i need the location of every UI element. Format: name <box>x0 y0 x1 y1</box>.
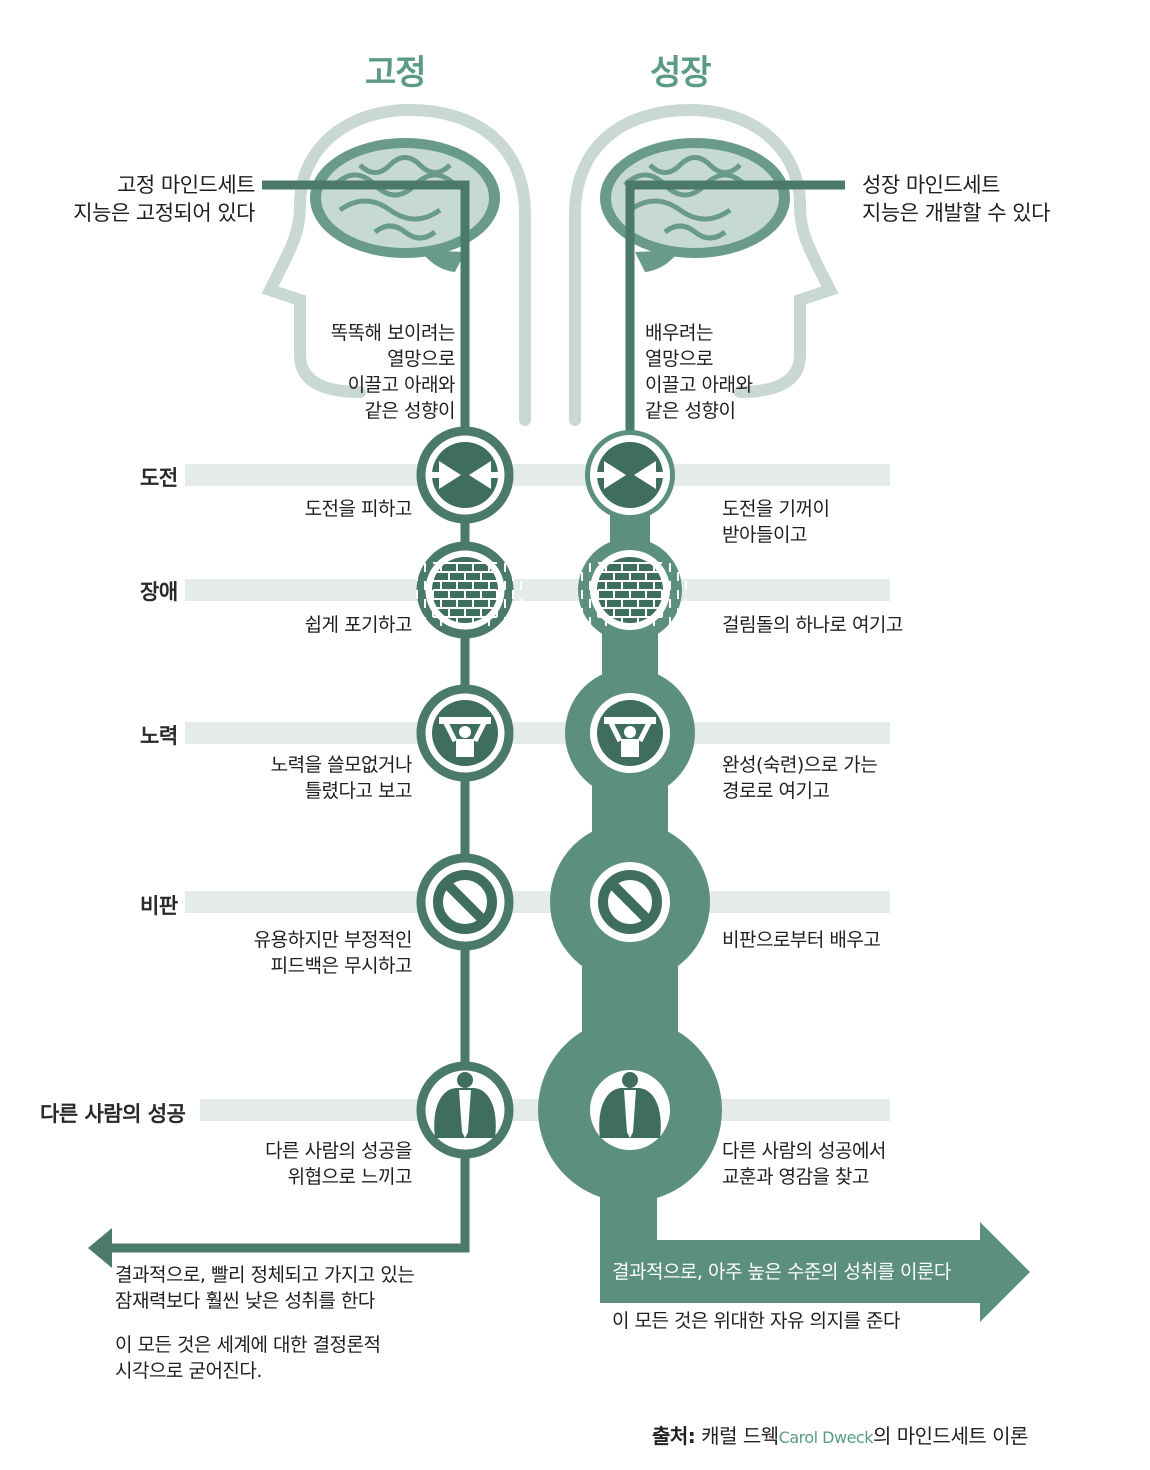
no-sign-icon <box>433 870 497 934</box>
fixed-row-line: 도전을 피하고 <box>304 498 413 520</box>
growth-row-line: 도전을 기꺼이 <box>722 498 830 520</box>
arrows-icon <box>431 442 499 508</box>
fixed-obstacle-text: 쉽게 포기하고 <box>200 612 413 638</box>
category-band <box>185 891 890 913</box>
fixed-lead-line: 이끌고 아래와 <box>347 374 456 396</box>
growth-connector-line <box>625 180 845 430</box>
growth-row-line: 비판으로부터 배우고 <box>722 929 881 951</box>
fixed-result-line: 결과적으로, 빨리 정체되고 가지고 있는 <box>115 1264 415 1286</box>
fixed-row-line: 다른 사람의 성공을 <box>265 1140 412 1162</box>
category-criticism: 비판 <box>140 894 178 918</box>
growth-effort-text: 완성(숙련)으로 가는 경로로 여기고 <box>722 752 982 804</box>
fixed-lead-text: 똑똑해 보이려는 열망으로 이끌고 아래와 같은 성향이 <box>260 320 456 424</box>
growth-row-line: 다른 사람의 성공에서 <box>722 1140 886 1162</box>
growth-mindset-label-line1: 성장 마인드세트 <box>862 173 1000 197</box>
fixed-lead-line: 똑똑해 보이려는 <box>330 322 456 344</box>
fixed-mindset-label: 고정 마인드세트 지능은 고정되어 있다 <box>30 171 255 227</box>
growth-row-line: 걸림돌의 하나로 여기고 <box>722 614 903 636</box>
fixed-head-outline <box>261 103 531 426</box>
growth-title: 성장 <box>650 53 712 93</box>
category-effort: 노력 <box>140 724 178 748</box>
source-prefix: 출처: <box>652 1424 696 1448</box>
category-band <box>185 722 890 744</box>
growth-outcome-arrow <box>600 1150 1030 1322</box>
weightlifter-icon <box>597 700 663 766</box>
growth-brain-icon <box>600 138 790 272</box>
fixed-brain-icon <box>310 138 500 272</box>
source-author: 캐럴 드웩 <box>695 1424 779 1448</box>
fixed-row-line: 유용하지만 부정적인 <box>253 929 413 951</box>
growth-criticism-text: 비판으로부터 배우고 <box>722 927 982 953</box>
fixed-criticism-text: 유용하지만 부정적인 피드백은 무시하고 <box>200 927 413 979</box>
source-suffix: 의 마인드세트 이론 <box>872 1424 1028 1448</box>
fixed-connector-line <box>262 180 470 430</box>
growth-mindset-label: 성장 마인드세트 지능은 개발할 수 있다 <box>862 171 1122 227</box>
brick-wall-icon <box>581 557 687 626</box>
category-challenge: 도전 <box>140 466 178 490</box>
fixed-summary-text: 이 모든 것은 세계에 대한 결정론적 시각으로 굳어진다. <box>115 1332 475 1384</box>
brick-wall-icon <box>416 557 522 626</box>
category-others-success: 다른 사람의 성공 <box>40 1102 186 1126</box>
weightlifter-icon <box>432 700 498 766</box>
growth-lead-line: 이끌고 아래와 <box>645 374 753 396</box>
growth-lead-line: 열망으로 <box>645 348 713 370</box>
fixed-outcome-arrow <box>110 1150 470 1253</box>
fixed-lead-line: 같은 성향이 <box>364 400 456 422</box>
businessman-icon <box>599 1072 661 1138</box>
fixed-summary-line: 이 모든 것은 세계에 대한 결정론적 <box>115 1334 381 1356</box>
growth-lead-text: 배우려는 열망으로 이끌고 아래와 같은 성향이 <box>645 320 845 424</box>
fixed-summary-line: 시각으로 굳어진다. <box>115 1360 262 1382</box>
source-author-english: Carol Dweck <box>778 1428 874 1447</box>
fixed-others-success-text: 다른 사람의 성공을 위협으로 느끼고 <box>200 1138 412 1190</box>
arrows-icon <box>596 442 664 508</box>
fixed-result-text: 결과적으로, 빨리 정체되고 가지고 있는 잠재력보다 훨씬 낮은 성취를 한다 <box>115 1262 475 1314</box>
growth-row-line: 교훈과 영감을 찾고 <box>722 1166 869 1188</box>
source-credit: 출처: 캐럴 드웩Carol Dweck의 마인드세트 이론 <box>652 1420 1028 1449</box>
fixed-mindset-path <box>416 426 514 1159</box>
businessman-icon <box>434 1072 496 1138</box>
fixed-arrowhead <box>88 1228 112 1268</box>
growth-obstacle-text: 걸림돌의 하나로 여기고 <box>722 612 982 638</box>
growth-lead-line: 배우려는 <box>645 322 713 344</box>
growth-row-line: 경로로 여기고 <box>722 780 830 802</box>
fixed-row-line: 쉽게 포기하고 <box>304 614 413 636</box>
growth-mindset-label-line2: 지능은 개발할 수 있다 <box>862 201 1050 225</box>
category-band <box>185 464 890 486</box>
fixed-lead-line: 열망으로 <box>387 348 455 370</box>
growth-result-text: 결과적으로, 아주 높은 수준의 성취를 이룬다 <box>612 1261 951 1283</box>
growth-challenge-text: 도전을 기꺼이 받아들이고 <box>722 496 982 548</box>
fixed-effort-text: 노력을 쓸모없거나 틀렸다고 보고 <box>200 752 413 804</box>
category-obstacle: 장애 <box>140 580 178 604</box>
fixed-mindset-label-line1: 고정 마인드세트 <box>117 173 255 197</box>
growth-others-success-text: 다른 사람의 성공에서 교훈과 영감을 찾고 <box>722 1138 982 1190</box>
fixed-row-line: 노력을 쓸모없거나 <box>270 754 413 776</box>
growth-summary-text: 이 모든 것은 위대한 자유 의지를 준다 <box>612 1310 900 1332</box>
growth-row-line: 받아들이고 <box>722 524 807 546</box>
fixed-row-line: 위협으로 느끼고 <box>287 1166 413 1188</box>
growth-lead-line: 같은 성향이 <box>645 400 736 422</box>
growth-row-line: 완성(숙련)으로 가는 <box>722 754 878 776</box>
fixed-row-line: 틀렸다고 보고 <box>304 780 413 802</box>
fixed-result-line: 잠재력보다 훨씬 낮은 성취를 한다 <box>115 1290 375 1312</box>
growth-head-outline <box>569 103 839 426</box>
fixed-mindset-label-line2: 지능은 고정되어 있다 <box>73 201 255 225</box>
fixed-challenge-text: 도전을 피하고 <box>200 496 413 522</box>
no-sign-icon <box>598 870 662 934</box>
category-band <box>185 579 890 601</box>
fixed-title: 고정 <box>365 53 427 93</box>
fixed-row-line: 피드백은 무시하고 <box>270 955 413 977</box>
